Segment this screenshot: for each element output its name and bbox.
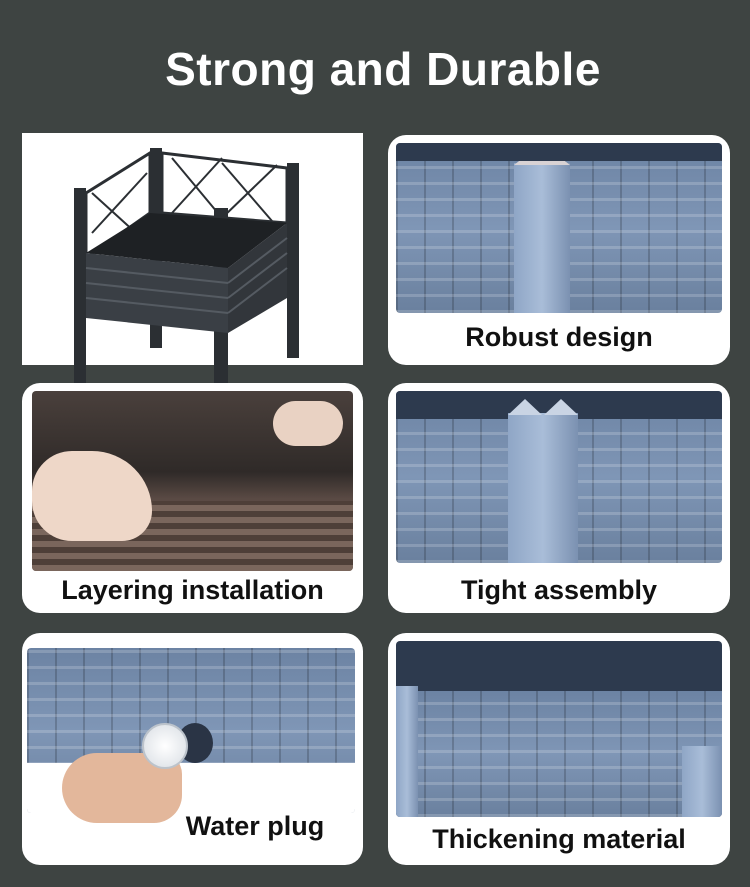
- robust-design-photo: [396, 143, 722, 313]
- feature-caption: Water plug: [185, 811, 325, 841]
- feature-caption: Robust design: [465, 322, 653, 352]
- thickening-material-photo: [396, 641, 722, 817]
- feature-caption: Tight assembly: [460, 575, 658, 605]
- feature-card-thickening-material: Thickening material: [388, 633, 730, 865]
- layering-installation-photo: [32, 391, 353, 571]
- feature-card-tight-assembly: Tight assembly: [388, 383, 730, 613]
- feature-caption: Layering installation: [61, 575, 324, 605]
- planter-illustration: [74, 148, 299, 388]
- page-title: Strong and Durable: [165, 43, 601, 95]
- product-image: [22, 133, 363, 388]
- feature-card-water-plug: Water plug: [22, 633, 363, 865]
- tight-assembly-photo: [396, 391, 722, 563]
- feature-card-robust-design: Robust design: [388, 135, 730, 365]
- feature-card-layering-installation: Layering installation: [22, 383, 363, 613]
- water-plug-icon: [142, 723, 188, 769]
- feature-caption: Thickening material: [432, 824, 686, 854]
